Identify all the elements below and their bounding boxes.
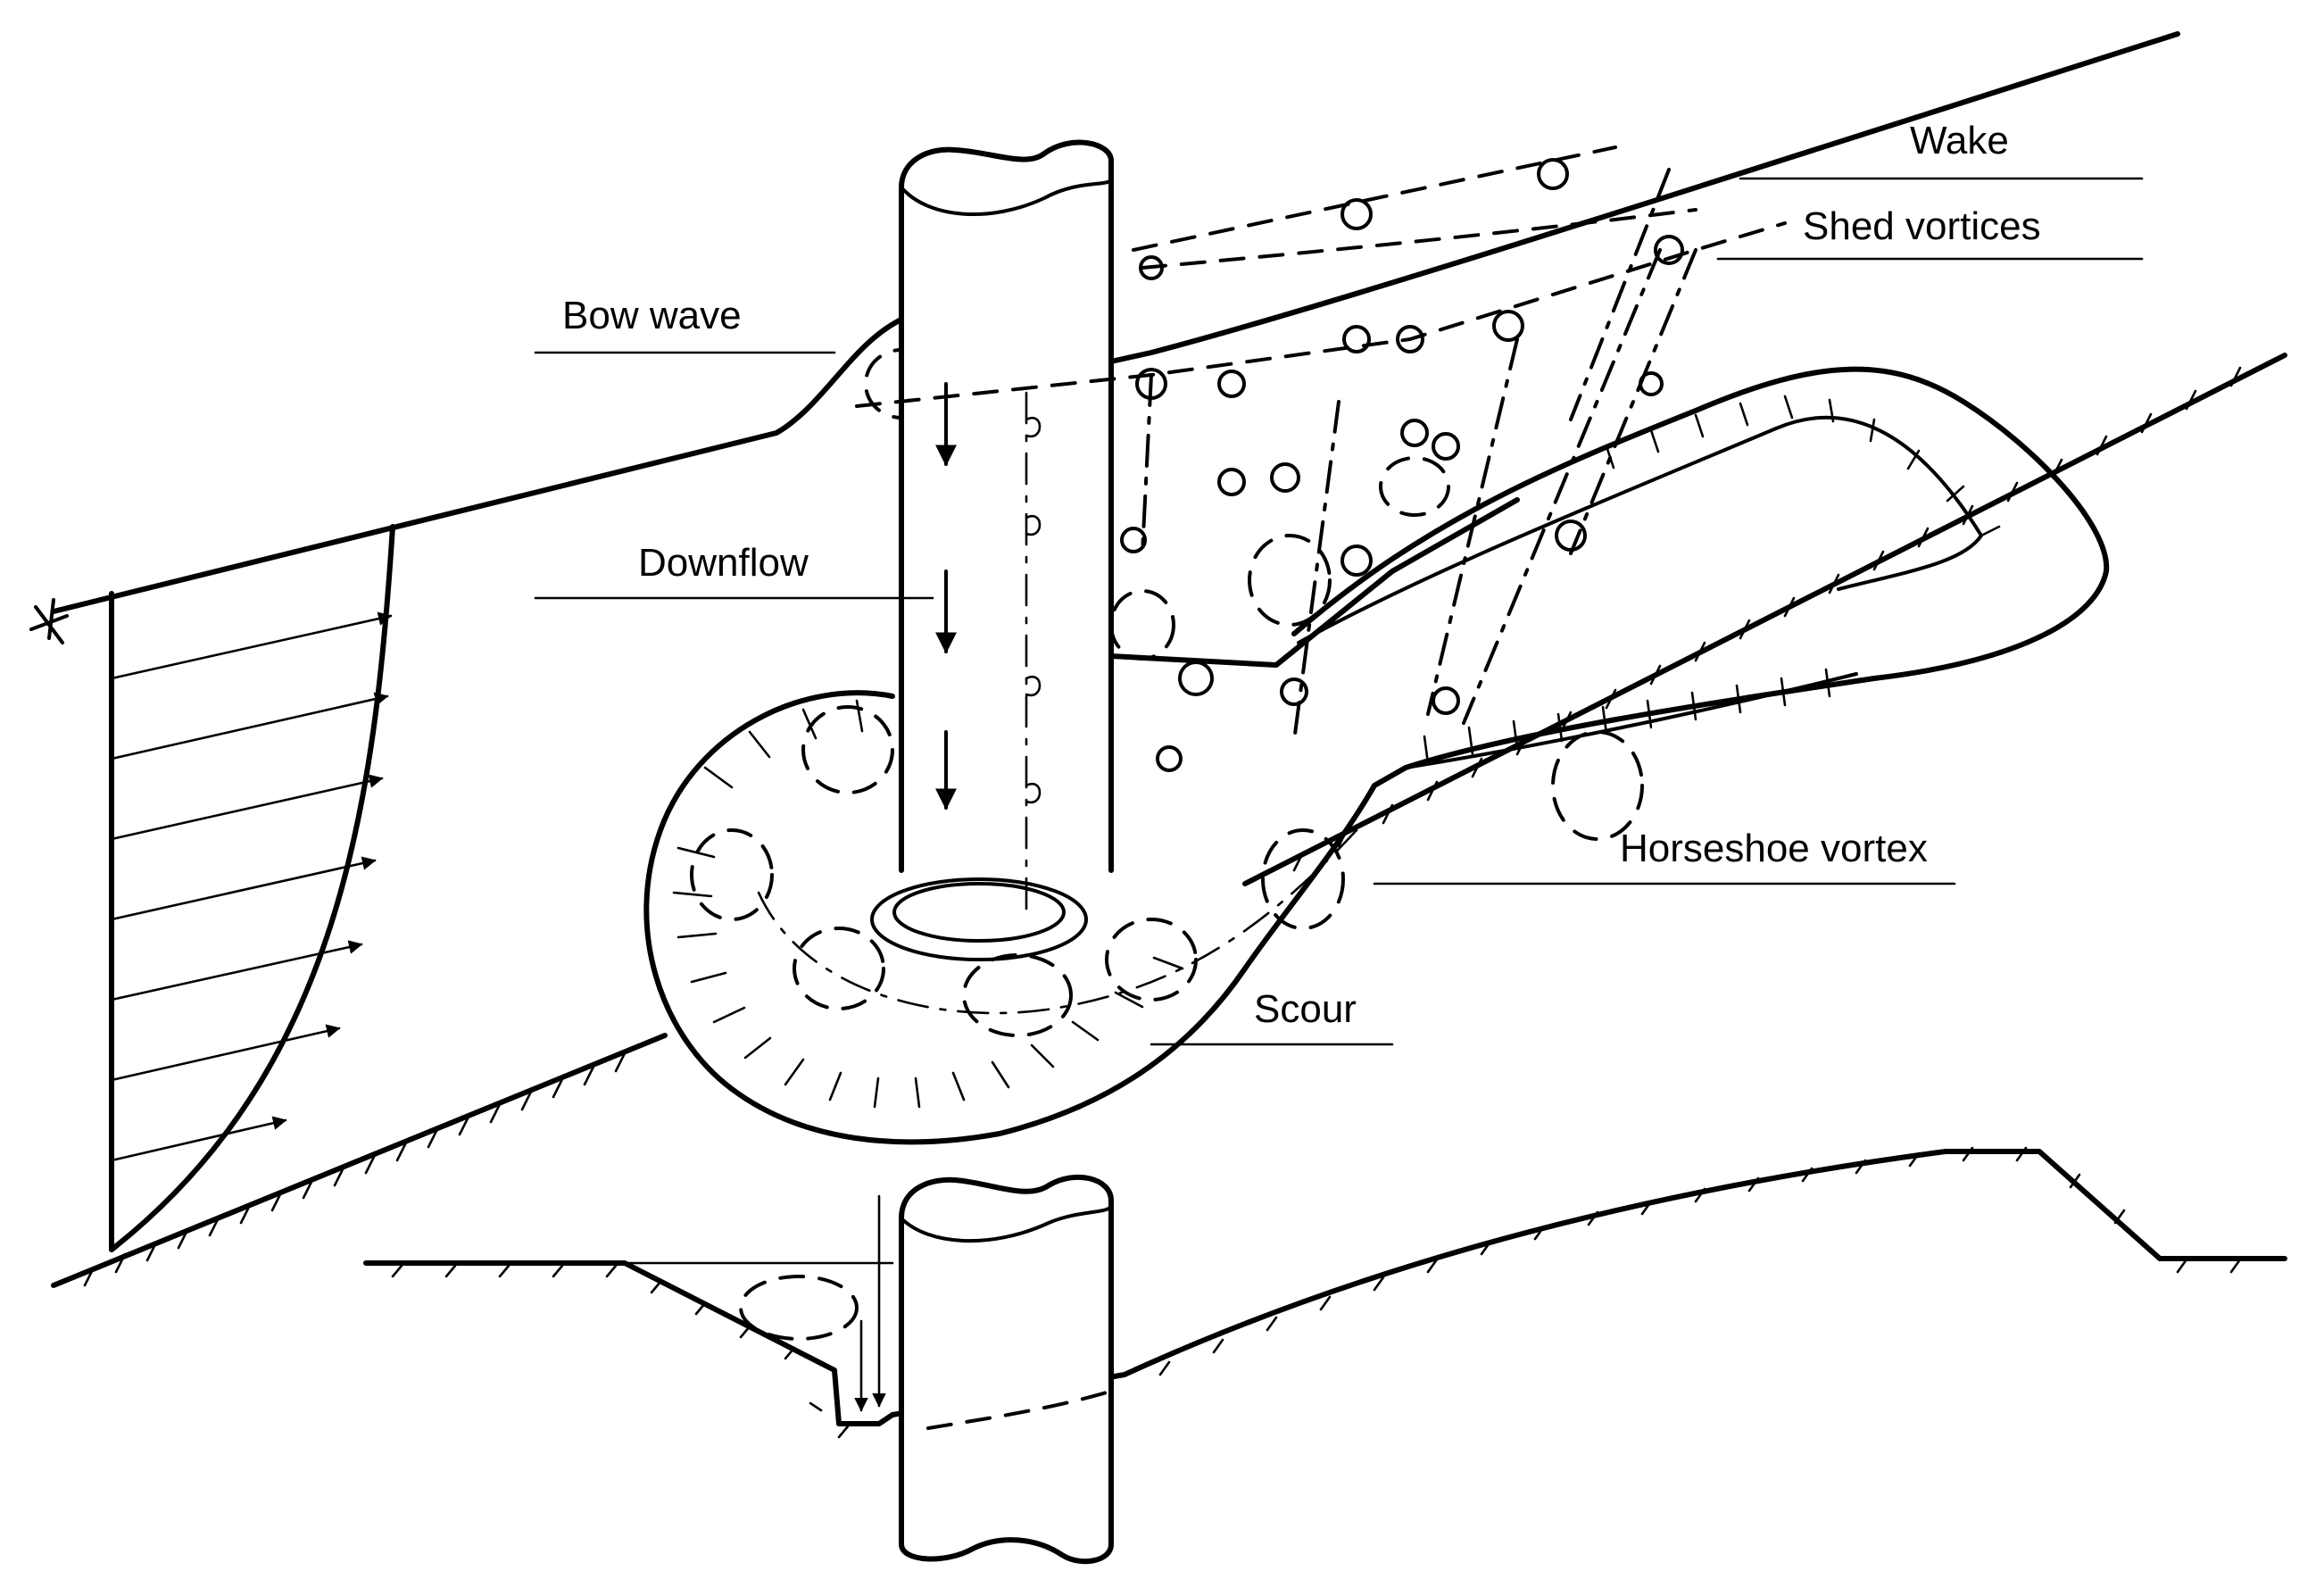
wake-label: Wake (1910, 119, 2009, 162)
shed-vortices-label: Shed vortices (1803, 204, 2041, 248)
lower-downflow-arrows (854, 1194, 886, 1412)
scour-label: Scour (1254, 987, 1357, 1031)
bed-hatching-lower (391, 1146, 2242, 1439)
bed-hatching-upper (83, 366, 2242, 1287)
lower-bed-profile (363, 1149, 2287, 1426)
horseshoe-vortex-label: Horseshoe vortex (1620, 827, 1928, 870)
horseshoe-vortex-rollers (690, 456, 1644, 1037)
water-level-symbol (29, 598, 69, 644)
lower-pier (899, 1174, 1114, 1565)
velocity-profile-outline (109, 524, 395, 1252)
bow-wave-label: Bow wave (562, 294, 742, 337)
separation-line (1108, 497, 1520, 668)
scour-hole-outline (643, 366, 2110, 1145)
velocity-profile-arrows (110, 611, 393, 1162)
leader-lines (534, 177, 2144, 1046)
river-bed-front-edge (51, 353, 2287, 1288)
shed-vortices (855, 145, 1787, 804)
lower-scour-vortex (739, 1275, 859, 1341)
water-surface-outline (51, 31, 2180, 614)
upper-pier (870, 139, 1114, 961)
downflow-label: Downflow (638, 541, 809, 585)
